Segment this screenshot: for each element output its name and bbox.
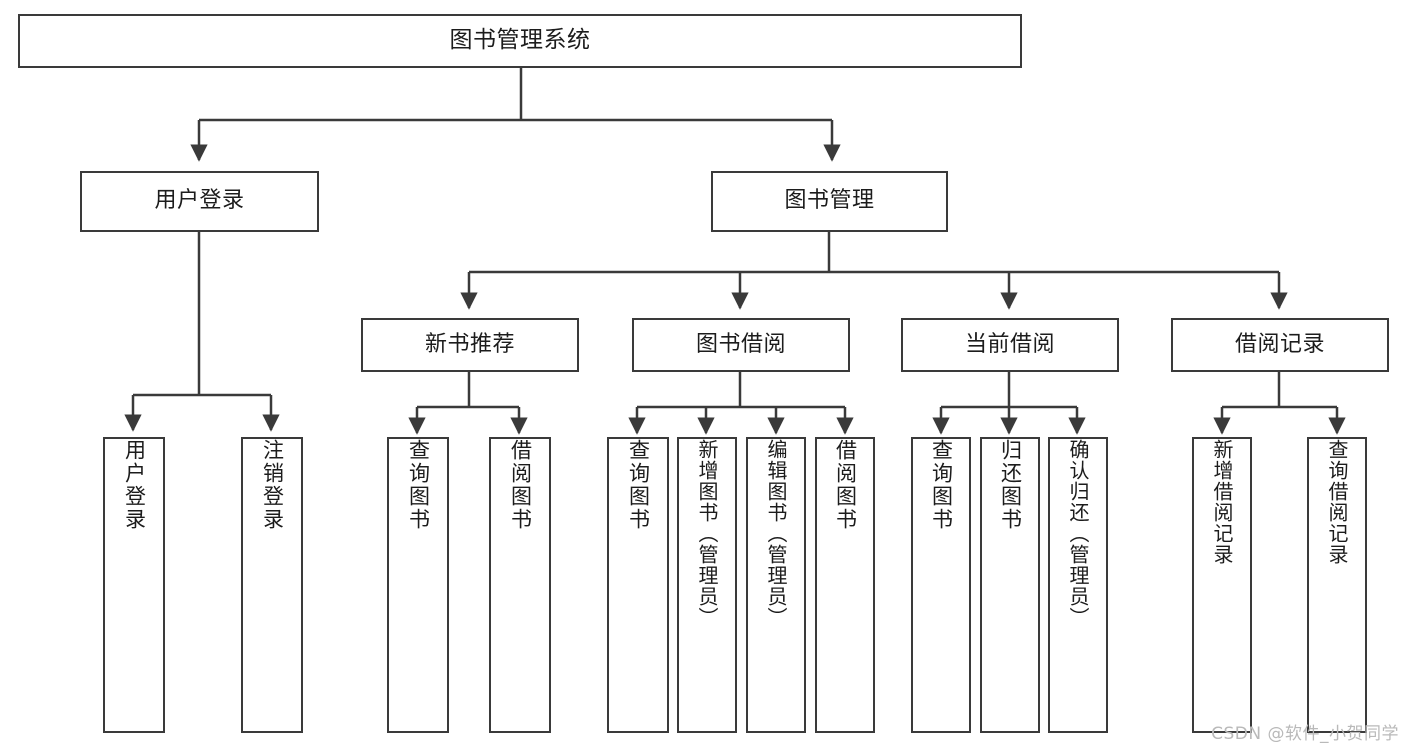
node-leaf-borrow-book-recommend-label: 借阅图书 [508, 439, 533, 531]
node-leaf-query-borrow-record-label: 查询借阅记录 [1325, 439, 1349, 565]
csdn-watermark: CSDN @软件_小贺同学 [1211, 724, 1399, 744]
node-user-login[interactable]: 用户登录 [80, 171, 319, 232]
node-leaf-borrow-book[interactable]: 借阅图书 [815, 437, 875, 733]
node-leaf-return-book[interactable]: 归还图书 [980, 437, 1040, 733]
node-leaf-edit-book-label: 编辑图书（管理员） [764, 439, 788, 628]
node-leaf-user-login[interactable]: 用户登录 [103, 437, 165, 733]
node-book-borrow-label: 图书借阅 [695, 331, 786, 357]
node-leaf-confirm-return[interactable]: 确认归还（管理员） [1048, 437, 1108, 733]
node-user-login-label: 用户登录 [154, 188, 245, 214]
node-new-book-recommend-label: 新书推荐 [424, 331, 515, 357]
node-book-management-label: 图书管理 [784, 188, 875, 214]
node-leaf-confirm-return-label: 确认归还（管理员） [1066, 439, 1090, 628]
node-book-borrow[interactable]: 图书借阅 [632, 318, 850, 372]
node-leaf-query-book-borrow-label: 查询图书 [626, 439, 651, 531]
node-leaf-query-borrow-record[interactable]: 查询借阅记录 [1307, 437, 1367, 733]
node-root-system-label: 图书管理系统 [449, 27, 591, 54]
node-leaf-add-book[interactable]: 新增图书（管理员） [677, 437, 737, 733]
node-leaf-logout-label: 注销登录 [260, 439, 285, 531]
node-leaf-borrow-book-label: 借阅图书 [833, 439, 858, 531]
node-root-system[interactable]: 图书管理系统 [18, 14, 1022, 68]
node-leaf-return-book-label: 归还图书 [998, 439, 1023, 531]
node-leaf-add-borrow-record[interactable]: 新增借阅记录 [1192, 437, 1252, 733]
node-leaf-add-borrow-record-label: 新增借阅记录 [1210, 439, 1234, 565]
node-leaf-query-book-current[interactable]: 查询图书 [911, 437, 971, 733]
node-leaf-borrow-book-recommend[interactable]: 借阅图书 [489, 437, 551, 733]
node-borrow-records[interactable]: 借阅记录 [1171, 318, 1389, 372]
node-leaf-query-book-recommend[interactable]: 查询图书 [387, 437, 449, 733]
node-borrow-records-label: 借阅记录 [1234, 331, 1325, 357]
node-leaf-query-book-borrow[interactable]: 查询图书 [607, 437, 669, 733]
node-leaf-user-login-label: 用户登录 [122, 439, 147, 531]
node-leaf-query-book-recommend-label: 查询图书 [406, 439, 431, 531]
node-current-borrow[interactable]: 当前借阅 [901, 318, 1119, 372]
node-leaf-add-book-label: 新增图书（管理员） [695, 439, 719, 628]
node-current-borrow-label: 当前借阅 [964, 331, 1055, 357]
node-new-book-recommend[interactable]: 新书推荐 [361, 318, 579, 372]
node-leaf-logout[interactable]: 注销登录 [241, 437, 303, 733]
node-book-management[interactable]: 图书管理 [711, 171, 948, 232]
node-leaf-edit-book[interactable]: 编辑图书（管理员） [746, 437, 806, 733]
node-leaf-query-book-current-label: 查询图书 [929, 439, 954, 531]
